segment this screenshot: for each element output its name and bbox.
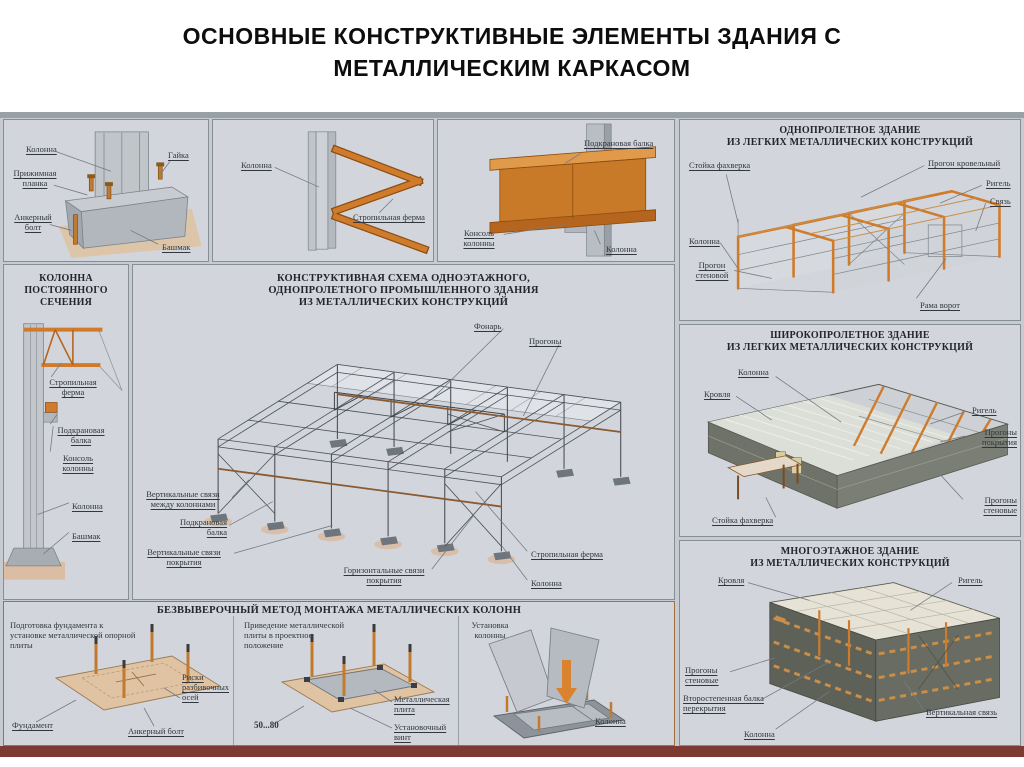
label-shoe: Башмак bbox=[162, 242, 191, 252]
step3-caption: Установка колонны bbox=[471, 620, 509, 640]
poster: Колонна Гайка Прижимная планка Анкерный … bbox=[0, 112, 1024, 757]
poster-bottom-band bbox=[0, 746, 1024, 757]
label-column: Колонна bbox=[241, 160, 272, 170]
panel-title-line1: ОДНОПРОЛЕТНОЕ ЗДАНИЕ bbox=[779, 125, 921, 136]
panel-title-line2: ИЗ ЛЕГКИХ МЕТАЛЛИЧЕСКИХ КОНСТРУКЦИЙ bbox=[726, 137, 974, 148]
label-column: Колонна bbox=[26, 144, 57, 154]
foundation-preparation-illustration bbox=[35, 624, 222, 727]
panel-structural-scheme: КОНСТРУКТИВНАЯ СХЕМА ОДНОЭТАЖНОГО, ОДНОП… bbox=[132, 264, 675, 600]
label-fachwerk-post: Стойка фахверка bbox=[689, 160, 751, 170]
column-installation-illustration bbox=[488, 627, 626, 739]
panel-title-line1: МНОГОЭТАЖНОЕ ЗДАНИЕ bbox=[780, 546, 920, 557]
panel-title-line2: ПОСТОЯННОГО bbox=[24, 285, 108, 296]
label-column: Колонна bbox=[595, 716, 626, 726]
label-skylight: Фонарь bbox=[474, 321, 502, 331]
mounting-step-1: Подготовка фундамента к установке металл… bbox=[4, 616, 234, 745]
label-fachwerk-post: Стойка фахверка bbox=[712, 515, 774, 525]
label-purlins: Прогоны bbox=[529, 336, 562, 346]
label-shoe: Башмак bbox=[72, 531, 101, 541]
label-brace: Связь bbox=[990, 196, 1011, 206]
label-wall-purlins: Прогоны стеновые bbox=[685, 665, 719, 685]
label-roof-purlin: Прогон кровельный bbox=[928, 158, 1001, 168]
label-column-console: Консоль колонны bbox=[62, 453, 94, 473]
label-anchor-bolt: Анкерный болт bbox=[128, 726, 184, 736]
label-metal-plate: Металлическая плита bbox=[394, 694, 450, 714]
panel-title-line3: СЕЧЕНИЯ bbox=[39, 297, 93, 308]
panel-multistory-building: МНОГОЭТАЖНОЕ ЗДАНИЕ ИЗ МЕТАЛЛИЧЕСКИХ КОН… bbox=[679, 540, 1021, 746]
panel-title-line1: КОЛОННА bbox=[39, 273, 93, 284]
label-column: Колонна bbox=[531, 578, 562, 588]
label-column: Колонна bbox=[689, 236, 720, 246]
label-column: Колонна bbox=[606, 244, 637, 254]
column-base-illustration bbox=[49, 131, 202, 259]
label-clamp-plate: Прижимная планка bbox=[13, 168, 57, 188]
label-roof-truss: Стропильная ферма bbox=[49, 377, 97, 397]
panel-column-base: Колонна Гайка Прижимная планка Анкерный … bbox=[3, 119, 209, 262]
structural-scheme-illustration bbox=[204, 328, 631, 581]
panel-title-line1: ШИРОКОПРОЛЕТНОЕ ЗДАНИЕ bbox=[770, 330, 930, 341]
panel-mounting-method: БЕЗВЫВЕРОЧНЫЙ МЕТОД МОНТАЖА МЕТАЛЛИЧЕСКИ… bbox=[3, 601, 675, 746]
label-foundation: Фундамент bbox=[12, 720, 54, 730]
label-crossbar: Ригель bbox=[986, 178, 1011, 188]
step1-caption: Подготовка фундамента к установке металл… bbox=[10, 620, 136, 650]
label-nut: Гайка bbox=[168, 150, 189, 160]
panel-title-line3: ИЗ МЕТАЛЛИЧЕСКИХ КОНСТРУКЦИЙ bbox=[298, 297, 509, 308]
panel-title-line2: ИЗ МЕТАЛЛИЧЕСКИХ КОНСТРУКЦИЙ bbox=[750, 558, 950, 569]
label-crane-beam: Подкрановая балка bbox=[179, 517, 227, 537]
panel-single-span-building: ОДНОПРОЛЕТНОЕ ЗДАНИЕ ИЗ ЛЕГКИХ МЕТАЛЛИЧЕ… bbox=[679, 119, 1021, 321]
plate-alignment-illustration bbox=[273, 624, 436, 729]
label-horizontal-braces-roof: Горизонтальные связи покрытия bbox=[343, 565, 425, 585]
panel-title-line2: ОДНОПРОЛЕТНОГО ПРОМЫШЛЕННОГО ЗДАНИЯ bbox=[268, 285, 539, 296]
label-adjusting-screw: Установочный винт bbox=[394, 722, 447, 742]
label-gate-frame: Рама ворот bbox=[920, 300, 961, 310]
label-wall-purlins: Прогоны стеновые bbox=[983, 495, 1017, 515]
crane-beam-illustration bbox=[489, 123, 656, 257]
label-roof-truss: Стропильная ферма bbox=[531, 549, 603, 559]
panel-title-line1: КОНСТРУКТИВНАЯ СХЕМА ОДНОЭТАЖНОГО, bbox=[276, 273, 530, 284]
page-title-line1: ОСНОВНЫЕ КОНСТРУКТИВНЫЕ ЭЛЕМЕНТЫ ЗДАНИЯ … bbox=[182, 23, 842, 49]
label-roof: Кровля bbox=[718, 575, 745, 585]
label-column: Колонна bbox=[744, 729, 775, 739]
mounting-step-2: Приведение металлической плиты в проектн… bbox=[234, 616, 459, 745]
panel-wide-span-building: ШИРОКОПРОЛЕТНОЕ ЗДАНИЕ ИЗ ЛЕГКИХ МЕТАЛЛИ… bbox=[679, 324, 1021, 537]
poster-top-strip bbox=[0, 112, 1024, 118]
panel-crane-beam: Подкрановая балка Консоль колонны Колонн… bbox=[437, 119, 675, 262]
panel-truss-to-column: Колонна Стропильная ферма bbox=[212, 119, 434, 262]
multistory-building-illustration bbox=[730, 582, 1000, 730]
page-title-line2: МЕТАЛЛИЧЕСКИМ КАРКАСОМ bbox=[333, 55, 691, 81]
label-crossbar: Ригель bbox=[958, 575, 983, 585]
label-column: Колонна bbox=[72, 501, 103, 511]
label-vertical-braces-roof: Вертикальные связи покрытия bbox=[147, 547, 221, 567]
label-crane-beam: Подкрановая балка bbox=[584, 138, 654, 148]
label-vertical-braces-columns: Вертикальные связи между колоннами bbox=[146, 489, 220, 509]
wide-span-building-illustration bbox=[706, 376, 1010, 518]
label-roof: Кровля bbox=[704, 389, 731, 399]
label-secondary-beam: Второстепенная балка перекрытия bbox=[683, 693, 764, 713]
label-crane-beam: Подкрановая балка bbox=[57, 425, 105, 445]
panel-constant-section-column: КОЛОННА ПОСТОЯННОГО СЕЧЕНИЯ Стропильная … bbox=[3, 264, 129, 600]
label-vertical-brace: Вертикальная связь bbox=[926, 707, 997, 717]
step2-caption: Приведение металлической плиты в проектн… bbox=[244, 620, 345, 650]
label-roof-truss: Стропильная ферма bbox=[353, 212, 425, 222]
label-column-console: Консоль колонны bbox=[463, 228, 495, 248]
panel-title-line2: ИЗ ЛЕГКИХ МЕТАЛЛИЧЕСКИХ КОНСТРУКЦИЙ bbox=[726, 342, 974, 353]
label-roof-purlins: Прогоны покрытия bbox=[981, 427, 1017, 447]
truss-to-column-illustration bbox=[274, 131, 430, 255]
panel-title: БЕЗВЫВЕРОЧНЫЙ МЕТОД МОНТАЖА МЕТАЛЛИЧЕСКИ… bbox=[156, 605, 522, 616]
label-axis-marks: Риски разбивочных осей bbox=[182, 672, 230, 702]
label-column: Колонна bbox=[738, 367, 769, 377]
label-crossbar: Ригель bbox=[972, 405, 997, 415]
label-anchor-bolt: Анкерный болт bbox=[14, 212, 52, 232]
single-span-building-illustration bbox=[719, 165, 1001, 299]
label-wall-purlin: Прогон стеновой bbox=[695, 260, 729, 280]
dimension-50-80: 50...80 bbox=[254, 720, 279, 730]
mounting-step-3: Установка колонны Колонна bbox=[459, 616, 675, 745]
constant-section-column-illustration bbox=[4, 323, 123, 580]
